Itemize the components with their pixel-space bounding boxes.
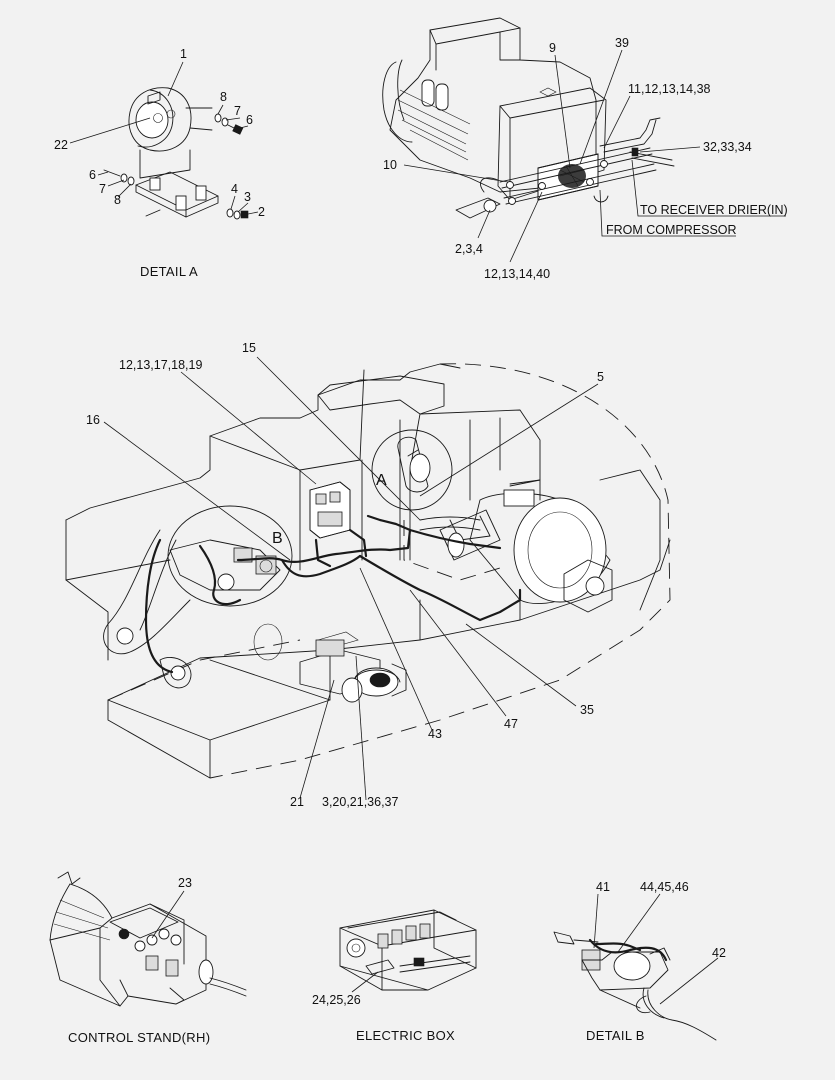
callout-44-45-46: 44,45,46	[640, 880, 689, 894]
callout-3-20-21-36-37: 3,20,21,36,37	[322, 795, 399, 809]
callout-2-3-4: 2,3,4	[455, 242, 483, 256]
callout-6: 6	[89, 168, 96, 182]
control-stand-drawing	[49, 871, 247, 1007]
callout-8: 8	[114, 193, 121, 207]
control-stand-callouts: 23 CONTROL STAND(RH)	[68, 876, 210, 1045]
marker-b: B	[272, 530, 283, 547]
callout-8: 8	[220, 90, 227, 104]
callout-41: 41	[596, 880, 610, 894]
callout-1: 1	[180, 47, 187, 61]
callout-47: 47	[504, 717, 518, 731]
callout-16: 16	[86, 413, 100, 427]
compressor-detail-drawing	[382, 17, 786, 263]
callout-42: 42	[712, 946, 726, 960]
main-assembly-drawing	[65, 356, 671, 801]
callout-7: 7	[234, 104, 241, 118]
callout-39: 39	[615, 36, 629, 50]
callout-3: 3	[244, 190, 251, 204]
callout-2: 2	[258, 205, 265, 219]
detail-b-callouts: 41 44,45,46 42 DETAIL B	[586, 880, 726, 1043]
receiver-drier-note: TO RECEIVER DRIER(IN)	[640, 203, 788, 217]
callout-23: 23	[178, 876, 192, 890]
detail-a-caption: DETAIL A	[140, 264, 198, 279]
callout-12-13-14-40: 12,13,14,40	[484, 267, 550, 281]
detail-b-caption: DETAIL B	[586, 1028, 645, 1043]
callout-15: 15	[242, 341, 256, 355]
electric-box-caption: ELECTRIC BOX	[356, 1028, 455, 1043]
marker-a: A	[376, 472, 387, 489]
callout-35: 35	[580, 703, 594, 717]
callout-4: 4	[231, 182, 238, 196]
callout-10: 10	[383, 158, 397, 172]
callout-22: 22	[54, 138, 68, 152]
callout-5: 5	[597, 370, 604, 384]
detail-a-drawing	[69, 61, 259, 220]
callout-7: 7	[99, 182, 106, 196]
control-stand-caption: CONTROL STAND(RH)	[68, 1030, 210, 1045]
callout-11-12-13-14-38: 11,12,13,14,38	[628, 82, 711, 96]
callout-32-33-34: 32,33,34	[703, 140, 752, 154]
callout-21: 21	[290, 795, 304, 809]
detail-b-drawing	[553, 893, 719, 1041]
electric-box-drawing	[339, 909, 477, 993]
callout-43: 43	[428, 727, 442, 741]
callout-9: 9	[549, 41, 556, 55]
compressor-detail-callouts: 9 39 11,12,13,14,38 32,33,34 10 2,3,4 12…	[383, 36, 788, 281]
detail-a-callouts: 1 8 7 6 22 6 7 8 4 3 2 DETAIL A	[54, 47, 265, 279]
callout-24-25-26: 24,25,26	[312, 993, 361, 1007]
main-assembly-callouts: 15 12,13,17,18,19 5 16 35 47 43 21 3,20,…	[86, 341, 604, 809]
callout-6: 6	[246, 113, 253, 127]
callout-12-13-17-18-19: 12,13,17,18,19	[119, 358, 202, 372]
electric-box-callouts: 24,25,26 ELECTRIC BOX	[312, 993, 455, 1043]
compressor-note: FROM COMPRESSOR	[606, 223, 737, 237]
